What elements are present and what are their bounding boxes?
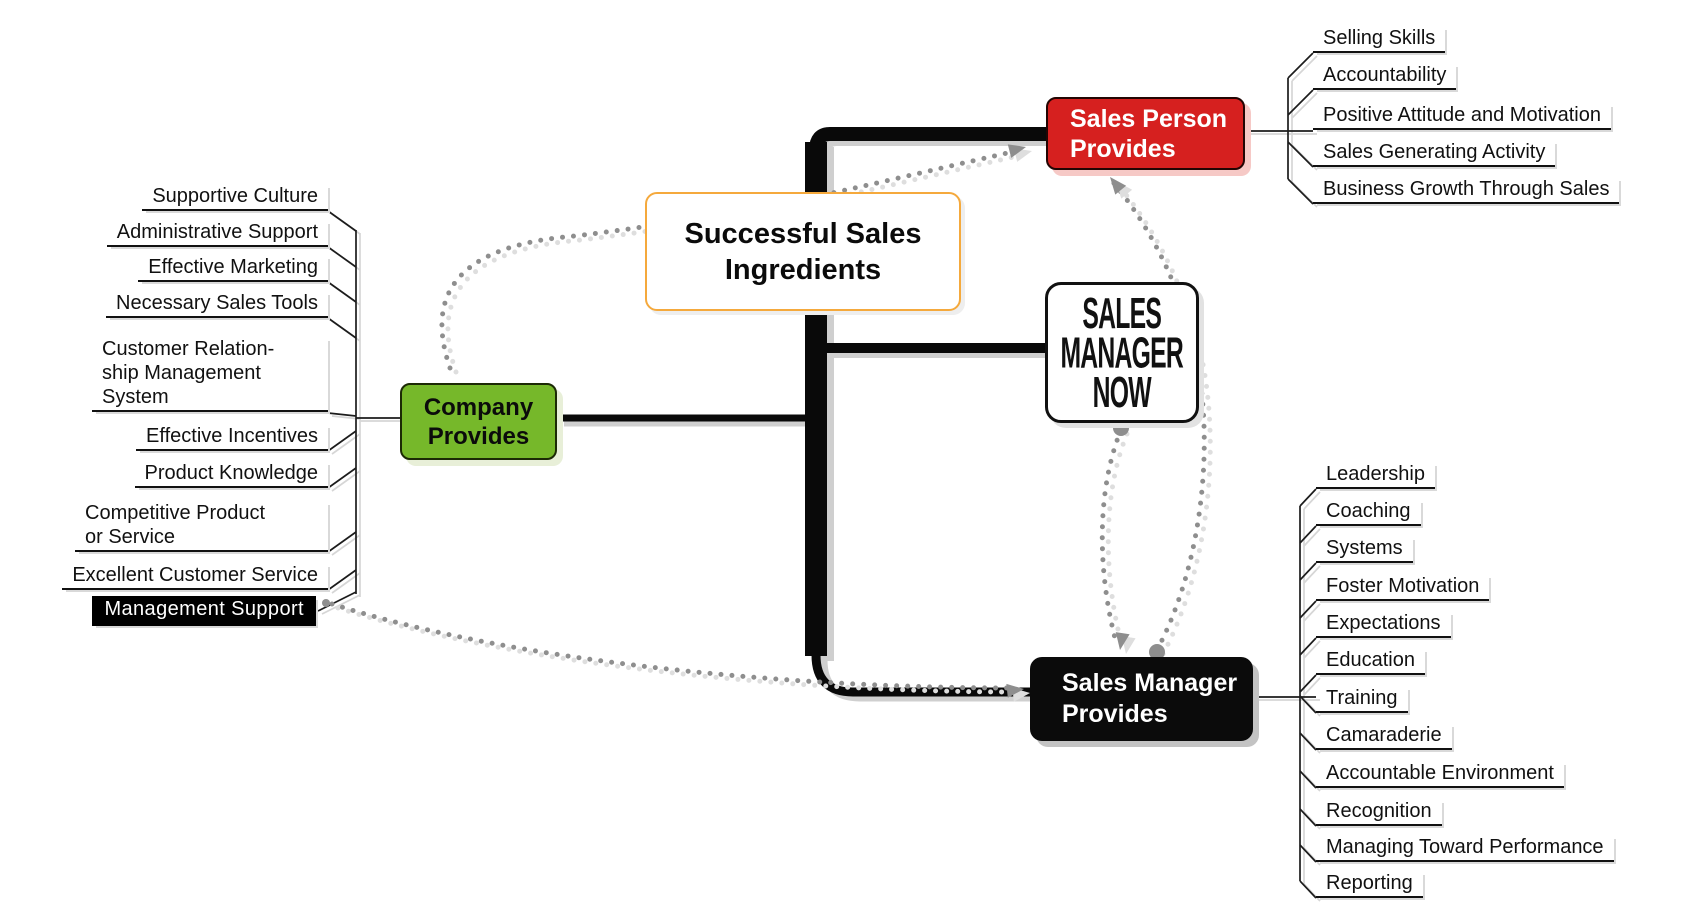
leaf-crm-system[interactable]: Customer Relation- ship Management Syste… <box>92 337 328 412</box>
arrow-managementsupport-to-salesmanager <box>329 601 1015 691</box>
leaf-connector-line <box>327 210 357 232</box>
leaf-product-knowledge[interactable]: Product Knowledge <box>134 461 328 488</box>
leaf-connector-line <box>1303 883 1321 902</box>
leaf-connector-line <box>1299 808 1317 827</box>
leaf-management-support-highlighted[interactable]: Management Support <box>92 596 316 626</box>
leaf-education[interactable]: Education <box>1316 648 1425 675</box>
leaf-effective-incentives[interactable]: Effective Incentives <box>136 424 328 451</box>
leaf-reporting[interactable]: Reporting <box>1316 871 1423 898</box>
leaf-connector-line <box>1287 178 1314 205</box>
leaf-connector-line <box>1303 773 1321 792</box>
relationship-origin-dot <box>1113 420 1129 436</box>
relationship-origin-dot <box>1149 644 1165 660</box>
leaf-recognition[interactable]: Recognition <box>1316 799 1442 826</box>
leaf-positive-attitude[interactable]: Positive Attitude and Motivation <box>1313 103 1611 130</box>
leaf-leadership[interactable]: Leadership <box>1316 462 1435 489</box>
leaf-camaraderie[interactable]: Camaraderie <box>1316 723 1452 750</box>
leaf-managing-toward-performance[interactable]: Managing Toward Performance <box>1316 835 1614 862</box>
leaf-connector-line <box>1303 603 1321 622</box>
sales-manager-now-logo[interactable]: SALES MANAGER NOW <box>1045 282 1199 423</box>
leaf-connector-line <box>327 569 357 591</box>
sales-manager-now-logo-text: SALES MANAGER NOW <box>1060 287 1184 416</box>
leaf-connector-line <box>1299 695 1317 714</box>
leaf-connector-line <box>1299 844 1317 863</box>
leaf-connector-line <box>1303 565 1321 584</box>
topic-company-provides[interactable]: Company Provides <box>400 383 557 460</box>
leaf-connector-line <box>317 591 357 612</box>
arrowhead <box>1115 632 1130 650</box>
leaf-connector-line <box>1303 811 1321 830</box>
leaf-connector-line <box>1303 735 1321 754</box>
relationship-origin-dot <box>322 599 330 607</box>
arrow-company-to-salesperson <box>439 149 1015 371</box>
leaf-connector-line <box>1299 562 1317 581</box>
leaf-connector-line <box>1299 525 1317 544</box>
leaf-business-growth[interactable]: Business Growth Through Sales <box>1313 177 1620 204</box>
arrowhead <box>1110 177 1127 195</box>
relationship-shadow <box>335 153 1213 695</box>
leaf-connector-line <box>1299 770 1317 789</box>
leaf-connector-line <box>1299 600 1317 619</box>
leaf-accountable-environment[interactable]: Accountable Environment <box>1316 761 1564 788</box>
leaf-connector-line <box>1299 637 1317 656</box>
leaf-training[interactable]: Training <box>1316 686 1408 713</box>
leaf-effective-marketing[interactable]: Effective Marketing <box>138 255 328 282</box>
central-topic-successful-sales-ingredients[interactable]: Successful Sales Ingredients <box>645 192 961 311</box>
leaf-supportive-culture[interactable]: Supportive Culture <box>142 184 328 211</box>
topic-sales-person-provides[interactable]: Sales Person Provides <box>1046 97 1245 170</box>
leaf-connector-line <box>1287 141 1314 168</box>
leaf-connector-line <box>327 412 357 417</box>
leaf-connector-line <box>1287 52 1314 79</box>
leaf-connector-line <box>1303 698 1321 717</box>
leaf-connector-line <box>1299 674 1317 693</box>
leaf-connector-line <box>1287 89 1314 116</box>
leaf-connector-line <box>1291 92 1318 119</box>
leaf-connector-line <box>327 467 357 489</box>
leaf-connector-line <box>1299 732 1317 751</box>
leaf-competitive-product[interactable]: Competitive Product or Service <box>75 501 328 552</box>
leaf-connector-line <box>327 531 357 553</box>
leaf-sales-generating-activity[interactable]: Sales Generating Activity <box>1313 140 1556 167</box>
leaf-excellent-customer-service[interactable]: Excellent Customer Service <box>62 563 328 590</box>
leaf-connector-line <box>1299 488 1317 507</box>
leaf-connector-line <box>1303 528 1321 547</box>
leaf-connector-line <box>327 281 357 303</box>
leaf-expectations[interactable]: Expectations <box>1316 611 1451 638</box>
leaf-connectors <box>317 52 1317 899</box>
arrowhead <box>1007 144 1026 158</box>
leaf-connector-line <box>327 430 357 452</box>
leaf-systems[interactable]: Systems <box>1316 536 1413 563</box>
arrow-logo-to-salesmanager <box>1099 427 1124 645</box>
leaf-coaching[interactable]: Coaching <box>1316 499 1421 526</box>
leaf-connector-line <box>321 594 361 615</box>
leaf-connector-line <box>1303 640 1321 659</box>
leaf-selling-skills[interactable]: Selling Skills <box>1313 26 1446 53</box>
leaf-connector-line <box>1303 491 1321 510</box>
leaf-accountability[interactable]: Accountability <box>1313 63 1457 90</box>
topic-sales-manager-provides[interactable]: Sales Manager Provides <box>1030 657 1253 741</box>
leaf-connector-line <box>327 317 357 339</box>
leaf-connector-line <box>327 246 357 268</box>
leaf-connector-line <box>1299 880 1317 899</box>
leaf-connector-line <box>1291 55 1318 82</box>
leaf-foster-motivation[interactable]: Foster Motivation <box>1316 574 1490 601</box>
leaf-connector-line <box>1303 847 1321 866</box>
leaf-administrative-support[interactable]: Administrative Support <box>106 220 328 247</box>
arrowhead <box>1006 683 1024 698</box>
leaf-necessary-sales-tools[interactable]: Necessary Sales Tools <box>106 291 328 318</box>
leaf-connector-line <box>1303 677 1321 696</box>
